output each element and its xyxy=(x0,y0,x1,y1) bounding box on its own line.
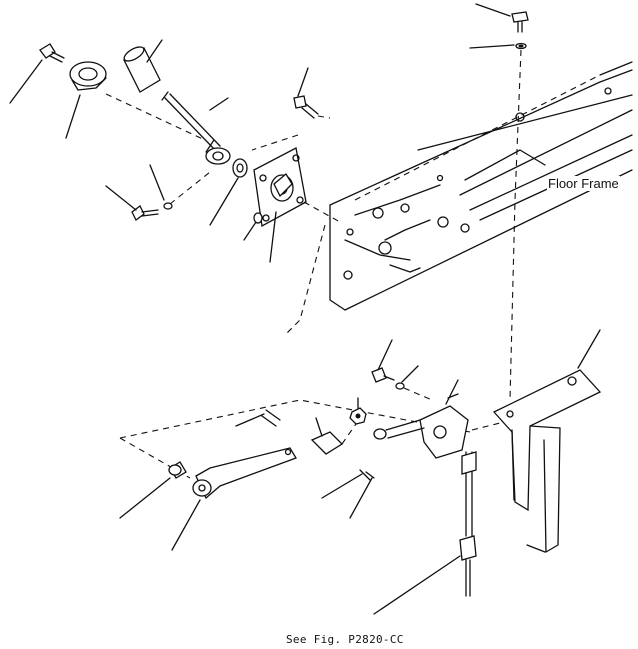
floor-frame-label: Floor Frame xyxy=(547,176,620,191)
floor-frame xyxy=(284,61,633,336)
upper-lever-group xyxy=(9,39,248,226)
bracket xyxy=(492,329,602,553)
lower-linkage xyxy=(119,339,477,615)
top-bolt-assembly xyxy=(469,3,529,401)
figure-reference: See Fig. P2820-CC xyxy=(286,633,404,646)
mounting-plate-group xyxy=(243,67,341,263)
